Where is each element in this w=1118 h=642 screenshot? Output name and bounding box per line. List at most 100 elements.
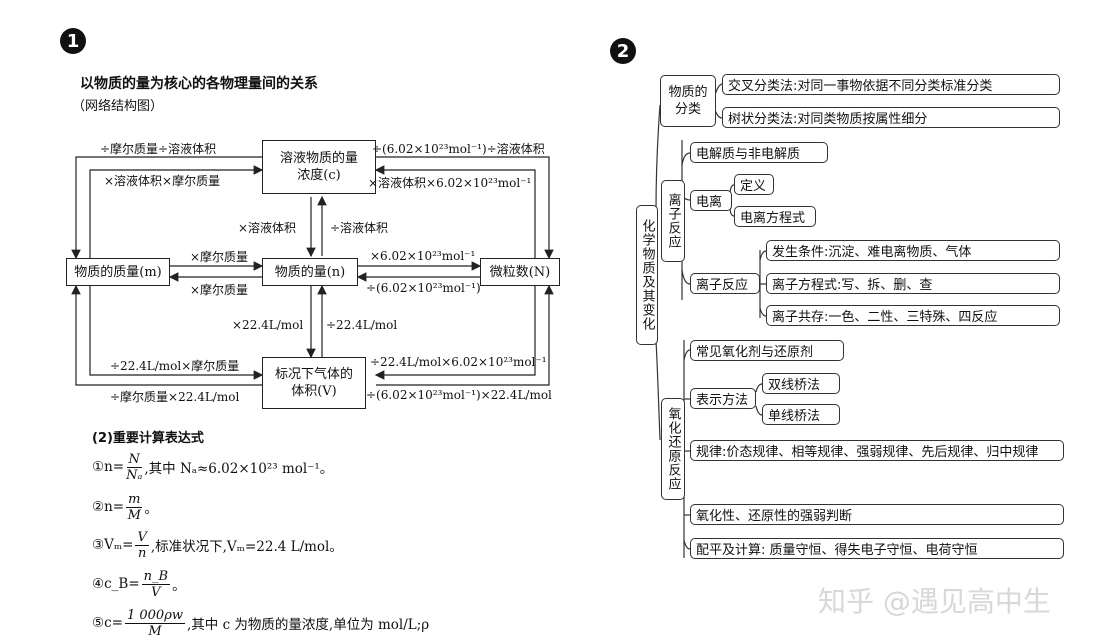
- label-bottom-left-1: ÷22.4L/mol×摩尔质量: [110, 359, 240, 373]
- node-ionic-equation: 离子方程式:写、拆、删、查: [766, 273, 1060, 294]
- label-top-right-1: ÷(6.02×10²³mol⁻¹)÷溶液体积: [372, 142, 545, 156]
- formula-2-den: M: [127, 507, 141, 523]
- node-representation-method: 表示方法: [690, 388, 756, 409]
- formula-2-prefix: ②n=: [92, 499, 125, 515]
- node-cross-classification-label: 交叉分类法:对同一事物依据不同分类标准分类: [728, 79, 993, 94]
- node-redox-label: 氧化还原反应: [665, 407, 681, 491]
- box-gas: 标况下气体的体积(V): [262, 357, 366, 409]
- node-redox-strength: 氧化性、还原性的强弱判断: [690, 504, 1064, 525]
- node-ionic-reaction: 离子反应: [690, 273, 760, 294]
- node-definition-label: 定义: [740, 179, 767, 194]
- node-redox-rules-label: 规律:价态规律、相等规律、强弱规律、先后规律、归中规律: [696, 445, 1039, 460]
- node-double-bridge: 双线桥法: [762, 373, 840, 394]
- label-mass-amount-top: ×摩尔质量: [190, 250, 249, 264]
- formula-5-num: 1 000ρw: [124, 607, 185, 624]
- node-classification: 物质的分类: [660, 75, 716, 127]
- formula-4-den: V: [151, 584, 161, 600]
- node-ionic: 离子反应: [661, 180, 685, 262]
- box-concentration-label: 溶液物质的量浓度(c): [279, 151, 358, 183]
- formula-3-suffix: ,标准状况下,Vₘ=22.4 L/mol。: [150, 539, 343, 555]
- left-subtitle: （网络结构图）: [72, 99, 164, 114]
- formula-1-den: Nₐ: [126, 467, 143, 483]
- box-mass: 物质的质量(m): [66, 258, 170, 286]
- box-gas-label: 标况下气体的体积(V): [274, 367, 353, 399]
- node-tree-classification: 树状分类法:对同类物质按属性细分: [722, 107, 1060, 128]
- label-gas-left: ×22.4L/mol: [232, 318, 304, 332]
- mindmap-root-label: 化学物质及其变化: [639, 219, 655, 331]
- label-top-right-2: ×溶液体积×6.02×10²³mol⁻¹: [368, 176, 532, 190]
- node-redox-balance: 配平及计算: 质量守恒、得失电子守恒、电荷守恒: [690, 538, 1064, 559]
- section-badge-1: 1: [60, 28, 86, 54]
- node-definition: 定义: [734, 174, 774, 195]
- node-redox-agents: 常见氧化剂与还原剂: [690, 340, 844, 361]
- node-ionization-equation: 电离方程式: [734, 206, 816, 227]
- node-redox-strength-label: 氧化性、还原性的强弱判断: [696, 509, 853, 524]
- formula-1-suffix: ,其中 Nₐ≈6.02×10²³ mol⁻¹。: [144, 461, 334, 477]
- node-redox-rules: 规律:价态规律、相等规律、强弱规律、先后规律、归中规律: [690, 440, 1064, 461]
- node-ionization-label: 电离: [696, 195, 723, 210]
- label-bottom-right-2: ÷(6.02×10²³mol⁻¹)×22.4L/mol: [366, 388, 552, 402]
- formula-4-num: n_B: [141, 568, 171, 585]
- formula-2-num: m: [126, 491, 143, 508]
- node-electrolyte-label: 电解质与非电解质: [696, 147, 801, 162]
- mindmap-root: 化学物质及其变化: [636, 205, 658, 345]
- formula-3-num: V: [135, 529, 149, 546]
- formula-4-prefix: ④c_B=: [92, 576, 140, 592]
- node-ionization: 电离: [690, 190, 732, 211]
- label-gas-right: ÷22.4L/mol: [326, 318, 398, 332]
- node-redox-balance-label: 配平及计算: 质量守恒、得失电子守恒、电荷守恒: [696, 543, 978, 558]
- label-top-left-1: ÷摩尔质量÷溶液体积: [100, 142, 217, 156]
- node-ionic-reaction-label: 离子反应: [696, 278, 749, 293]
- formula-4-suffix: 。: [172, 578, 186, 594]
- node-tree-classification-label: 树状分类法:对同类物质按属性细分: [728, 112, 928, 127]
- node-ionic-equation-label: 离子方程式:写、拆、删、查: [772, 278, 933, 293]
- node-classification-label: 物质的分类: [668, 85, 708, 117]
- formula-5-prefix: ⑤c=: [92, 615, 123, 631]
- node-cross-classification: 交叉分类法:对同一事物依据不同分类标准分类: [722, 74, 1060, 95]
- section-badge-2: 2: [610, 38, 636, 64]
- label-mass-amount-bottom: ×摩尔质量: [190, 283, 249, 297]
- node-single-bridge: 单线桥法: [762, 404, 840, 425]
- node-reaction-condition: 发生条件:沉淀、难电离物质、气体: [766, 240, 1060, 261]
- node-ionic-label: 离子反应: [665, 193, 681, 249]
- box-particles: 微粒数(N): [480, 258, 560, 286]
- node-ionic-coexistence-label: 离子共存:一色、二性、三特殊、四反应: [772, 310, 998, 325]
- box-particles-label: 微粒数(N): [489, 264, 551, 280]
- formula-2-suffix: 。: [144, 501, 158, 517]
- label-mid-right: ÷溶液体积: [330, 221, 389, 235]
- box-mass-label: 物质的质量(m): [74, 264, 162, 280]
- label-amount-particles-top: ×6.02×10²³mol⁻¹: [370, 249, 476, 263]
- box-concentration: 溶液物质的量浓度(c): [262, 140, 376, 194]
- label-top-left-2: ×溶液体积×摩尔质量: [104, 174, 221, 188]
- formula-1-prefix: ①n=: [92, 459, 125, 475]
- box-amount: 物质的量(n): [262, 258, 358, 286]
- node-ionization-equation-label: 电离方程式: [740, 211, 806, 226]
- formula-5-den: M: [148, 623, 162, 639]
- formula-1-num: N: [126, 451, 142, 468]
- node-redox: 氧化还原反应: [661, 398, 685, 500]
- node-reaction-condition-label: 发生条件:沉淀、难电离物质、气体: [772, 245, 972, 260]
- node-redox-agents-label: 常见氧化剂与还原剂: [696, 345, 814, 360]
- node-electrolyte: 电解质与非电解质: [690, 142, 828, 163]
- label-bottom-left-2: ÷摩尔质量×22.4L/mol: [110, 390, 240, 404]
- node-ionic-coexistence: 离子共存:一色、二性、三特殊、四反应: [766, 305, 1060, 326]
- formulas-title: (2)重要计算表达式: [92, 431, 204, 446]
- node-representation-method-label: 表示方法: [696, 393, 749, 408]
- node-single-bridge-label: 单线桥法: [768, 409, 821, 424]
- formula-3-den: n: [137, 545, 147, 561]
- node-double-bridge-label: 双线桥法: [768, 378, 821, 393]
- label-amount-particles-bottom: ÷(6.02×10²³mol⁻¹): [366, 281, 481, 295]
- label-bottom-right-1: ÷22.4L/mol×6.02×10²³mol⁻¹: [370, 355, 547, 369]
- box-amount-label: 物质的量(n): [274, 264, 346, 280]
